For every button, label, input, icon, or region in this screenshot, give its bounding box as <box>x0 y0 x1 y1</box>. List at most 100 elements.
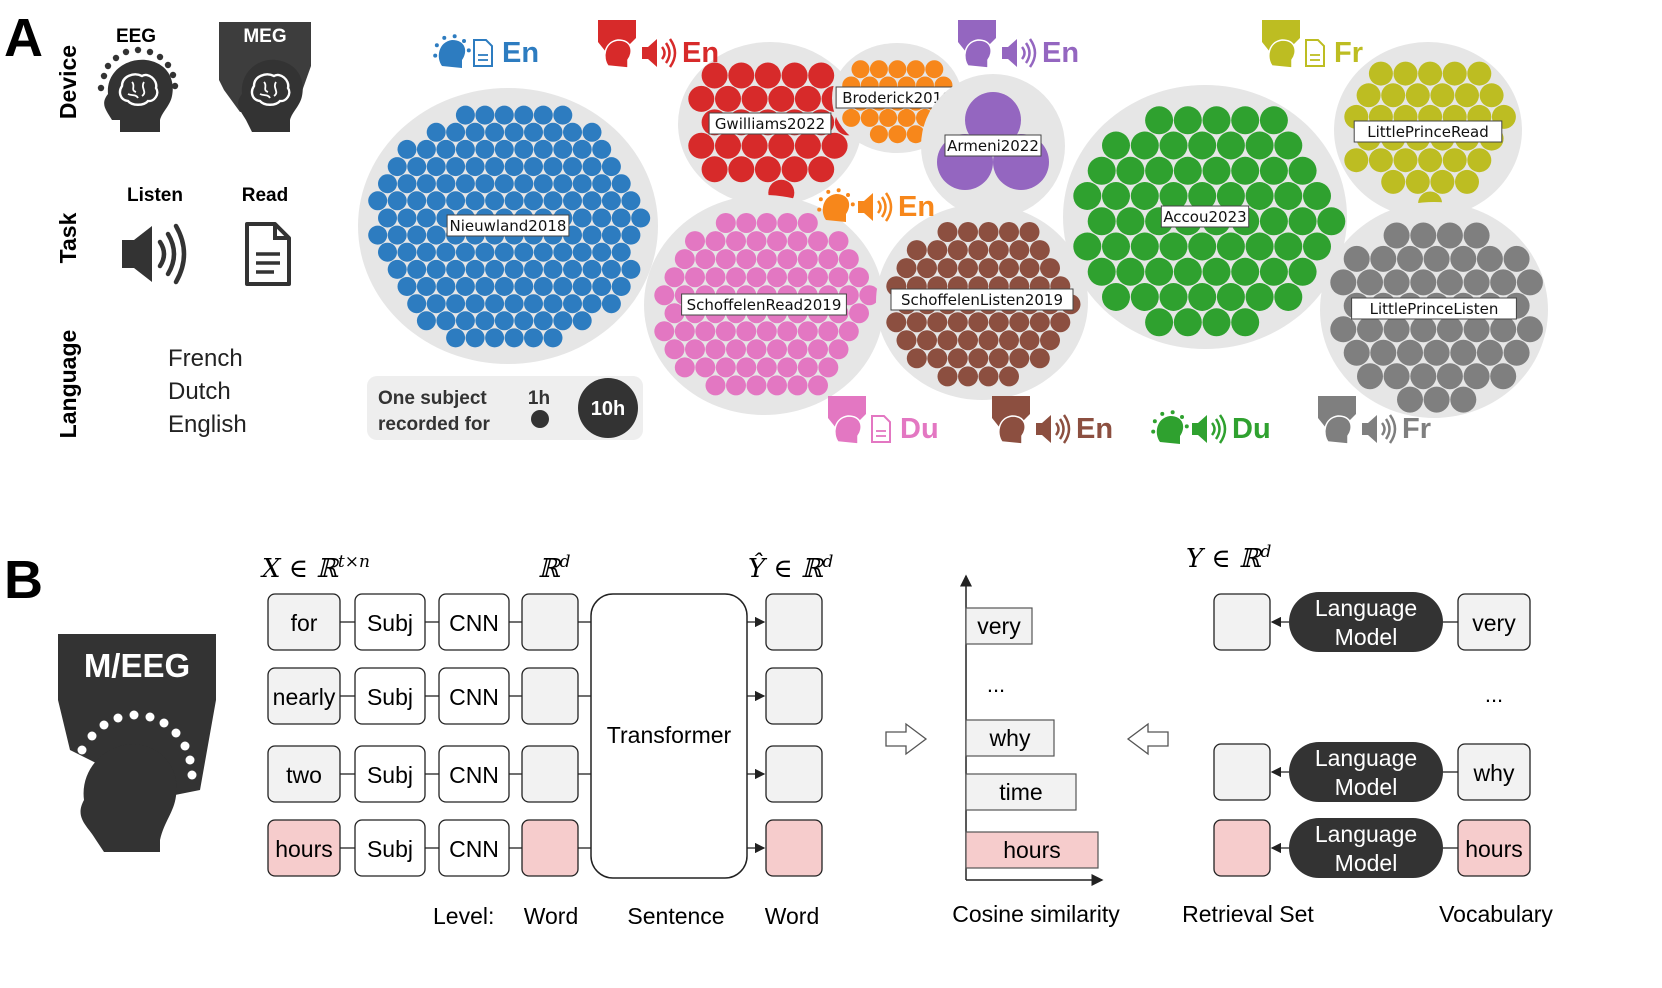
legend-large-dot <box>578 378 638 438</box>
subject-dot <box>494 139 514 159</box>
subject-dot <box>436 139 456 159</box>
cnn-label: CNN <box>449 836 499 862</box>
subject-dot <box>416 174 436 194</box>
subject-dot <box>1317 207 1346 236</box>
vocab-word-box <box>1457 593 1531 651</box>
similarity-bar <box>965 773 1077 811</box>
vocab-word: very <box>1472 610 1516 636</box>
subject-dot <box>685 231 705 252</box>
badge-Broderick2019: En <box>817 188 935 223</box>
electrode-dot <box>1170 410 1175 415</box>
subject-dot <box>756 321 777 342</box>
subject-dot <box>1216 131 1245 160</box>
subject-dot <box>601 294 621 314</box>
subject-dot <box>601 157 621 177</box>
subject-dot <box>1418 61 1443 86</box>
subject-dot <box>1490 316 1517 343</box>
subject-dot <box>455 105 475 125</box>
cluster-SchoffelenRead2019: SchoffelenRead2019 <box>644 195 884 415</box>
subject-dot <box>728 156 755 183</box>
cluster-label: Accou2023 <box>1163 208 1246 226</box>
vocab-word-box <box>1457 819 1531 877</box>
similarity-bar-label: why <box>989 725 1031 751</box>
subject-dot <box>1173 156 1202 185</box>
subject-dot <box>1019 258 1040 279</box>
subject-dot <box>1231 156 1260 185</box>
subject-dot <box>754 156 781 183</box>
subject-dot <box>1405 83 1430 108</box>
language-code: En <box>1076 413 1113 445</box>
subject-dot <box>797 249 818 270</box>
language-code: En <box>682 37 719 69</box>
subject-dot <box>1490 363 1517 390</box>
subject-dot <box>1145 156 1174 185</box>
subject-dot <box>927 240 948 261</box>
subject-dot <box>1397 245 1423 272</box>
subject-dot <box>726 339 746 360</box>
meeg-label: M/EEG <box>84 647 190 684</box>
vocab-word: hours <box>1465 836 1523 862</box>
subject-dot <box>1450 386 1477 413</box>
subject-dot <box>572 139 592 159</box>
subject-dot <box>378 242 397 262</box>
badge-Gwilliams2022: En <box>598 20 719 69</box>
subject-dot <box>378 174 397 194</box>
subject-dot <box>475 139 495 159</box>
subject-dot <box>524 191 543 211</box>
subject-dot <box>592 208 612 228</box>
subject-dot <box>524 157 543 177</box>
subject-dot <box>446 122 466 142</box>
cluster-label: SchoffelenListen2019 <box>901 291 1063 309</box>
subject-dot <box>416 242 436 262</box>
document-icon <box>871 415 891 443</box>
subject-dot <box>1009 312 1030 333</box>
legend-line2: recorded for <box>378 414 491 435</box>
cluster-Accou2023: Accou2023 <box>1063 85 1347 349</box>
subject-dot <box>426 157 446 177</box>
subject-dot <box>1029 348 1050 369</box>
embedding-box <box>521 819 579 877</box>
subject-dot <box>524 122 543 142</box>
subject-dot <box>504 259 524 279</box>
cluster-Nieuwland2018: Nieuwland2018 <box>358 88 658 364</box>
subject-dot <box>1397 386 1423 413</box>
subject-dot <box>1040 258 1060 279</box>
subject-dot <box>1450 245 1477 272</box>
subject-dot <box>685 339 705 360</box>
subject-dot <box>1383 363 1410 390</box>
subject-dot <box>1188 232 1217 261</box>
subject-dot <box>715 321 736 342</box>
subject-dot <box>397 277 417 296</box>
input-word: nearly <box>273 684 336 710</box>
dataset-clusters: Nieuwland2018Gwilliams2022Broderick2019A… <box>358 20 1548 445</box>
electrode-dot <box>1152 419 1157 424</box>
subject-dot <box>715 85 741 112</box>
subject-dot <box>849 303 869 324</box>
speaker-icon <box>1036 415 1051 443</box>
subject-dot <box>572 311 592 331</box>
subject-dot <box>504 328 524 348</box>
subject-dot <box>1463 269 1490 296</box>
subject-dot <box>543 259 563 279</box>
subject-dot <box>838 249 859 270</box>
subject-dot <box>1188 131 1217 160</box>
similarity-bar <box>965 831 1099 869</box>
subject-dot <box>654 321 675 342</box>
subject-dot <box>1188 283 1217 311</box>
subject-dot <box>794 132 821 159</box>
cluster-label-box <box>708 112 832 135</box>
subject-dot <box>1202 106 1231 135</box>
subject-dot <box>1173 308 1202 337</box>
subject-dot <box>446 328 466 348</box>
subj-label: Subj <box>367 836 413 862</box>
subject-dot <box>947 240 968 261</box>
subject-dot <box>1188 182 1217 210</box>
cluster-label-box <box>944 134 1042 157</box>
speaker-icon <box>1192 415 1207 443</box>
language-model-label: Model <box>1335 850 1398 876</box>
subject-dot <box>1245 232 1274 261</box>
subject-dot <box>937 258 958 279</box>
subject-dot <box>674 321 695 342</box>
sound-waves <box>1380 414 1397 444</box>
